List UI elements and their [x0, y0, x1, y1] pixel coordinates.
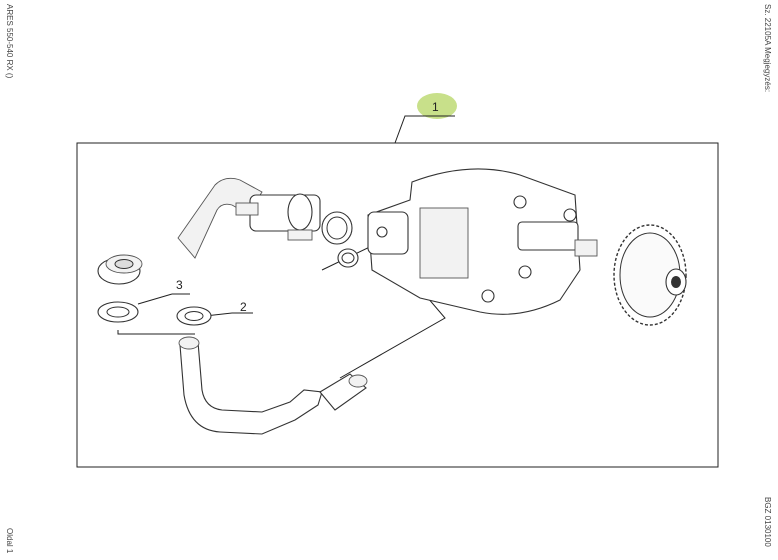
- callout-2-label[interactable]: 2: [240, 300, 247, 314]
- callout-1-leader: [394, 115, 420, 144]
- oil-hose: [178, 336, 368, 435]
- callout-1-highlight: [417, 93, 457, 119]
- callout-1-label[interactable]: 1: [432, 100, 439, 114]
- assembly-frame: [76, 142, 719, 468]
- oil-pump-body: [367, 168, 598, 315]
- callout-2-leader: [204, 312, 253, 317]
- callout-3-label[interactable]: 3: [176, 278, 183, 292]
- o-ring-small: [337, 248, 359, 268]
- callout-3-leader: [137, 293, 173, 305]
- washer-connector-line: [117, 330, 195, 335]
- drive-gear: [613, 224, 687, 326]
- seal-cap: [97, 254, 143, 285]
- pipe-fitting: [177, 177, 321, 259]
